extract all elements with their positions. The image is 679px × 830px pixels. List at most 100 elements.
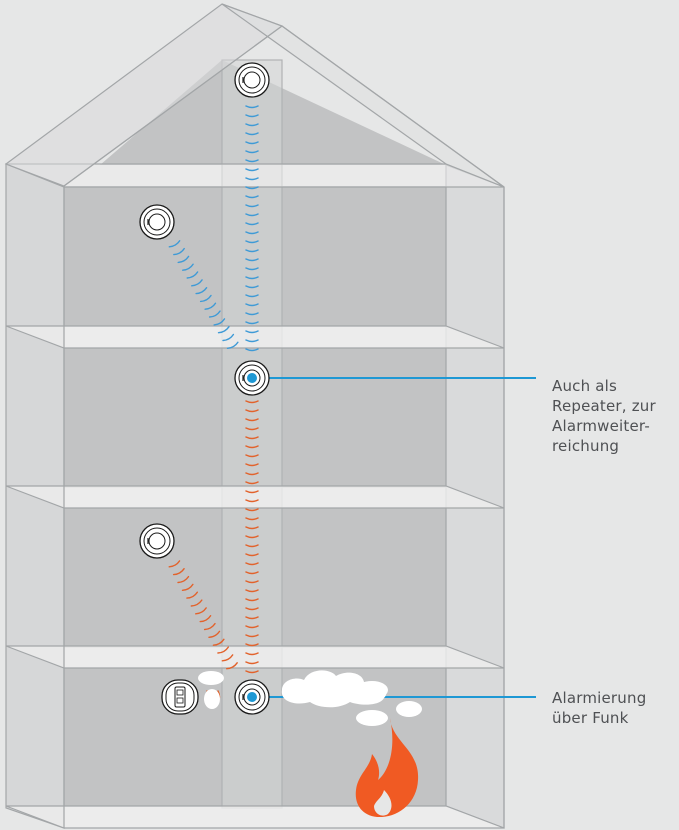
- signal-wave: [245, 141, 259, 145]
- signal-wave: [245, 508, 259, 512]
- signal-wave: [245, 634, 259, 638]
- signal-wave: [245, 312, 259, 316]
- signal-wave: [245, 436, 259, 440]
- signal-wave: [245, 195, 259, 199]
- signal-wave: [226, 662, 238, 670]
- signal-wave: [245, 348, 259, 352]
- signal-wave: [245, 267, 259, 271]
- signal-wave: [245, 535, 259, 539]
- signal-wave: [213, 318, 226, 326]
- signal-wave: [222, 333, 235, 342]
- signal-wave: [204, 302, 217, 310]
- signal-wave: [191, 279, 203, 287]
- signal-wave: [245, 499, 259, 503]
- signal-wave: [177, 575, 190, 584]
- signal-wave: [208, 310, 221, 318]
- signal-wave: [245, 472, 259, 476]
- signal-wave: [245, 285, 259, 289]
- signal-wave: [245, 571, 259, 575]
- signal-wave: [203, 622, 216, 631]
- signal-wave: [181, 583, 194, 591]
- signal-wave: [245, 159, 259, 163]
- signal-waves-blue: [168, 105, 259, 352]
- signal-wave: [177, 255, 190, 264]
- signal-wave: [245, 409, 259, 413]
- signal-wave: [245, 427, 259, 431]
- signal-wave: [245, 463, 259, 467]
- signal-wave: [173, 247, 185, 256]
- signal-wave: [245, 481, 259, 485]
- signal-wave: [245, 445, 259, 449]
- smoke-cloud-icon: [198, 670, 422, 726]
- signal-wave: [168, 560, 181, 568]
- signal-wave: [190, 599, 203, 607]
- signal-wave: [245, 544, 259, 548]
- smoke-detector-icon: [139, 204, 175, 240]
- smoke-detector-icon: [139, 523, 175, 559]
- fire-icon: [355, 718, 419, 818]
- signal-wave: [245, 607, 259, 611]
- signal-wave: [245, 339, 259, 343]
- signal-wave: [245, 321, 259, 325]
- signal-wave: [245, 517, 259, 521]
- signal-wave: [245, 625, 259, 629]
- signal-wave: [199, 294, 212, 303]
- signal-wave: [195, 287, 208, 295]
- signal-wave: [245, 400, 259, 404]
- signal-wave: [245, 240, 259, 244]
- smoke-detectors: [139, 62, 270, 715]
- signal-wave: [245, 222, 259, 226]
- signal-wave: [199, 615, 212, 623]
- signal-wave: [245, 168, 259, 172]
- signal-wave: [245, 276, 259, 280]
- signal-wave: [172, 568, 185, 576]
- signal-wave: [245, 186, 259, 190]
- floor-slab: [5, 805, 505, 829]
- signal-wave: [226, 341, 239, 349]
- signal-wave: [245, 490, 259, 494]
- signal-wave: [168, 240, 181, 248]
- signal-wave: [245, 294, 259, 298]
- signal-wave: [245, 418, 259, 422]
- signal-wave: [245, 258, 259, 262]
- signal-wave: [245, 616, 259, 620]
- signal-wave: [245, 652, 259, 656]
- signal-wave: [245, 589, 259, 593]
- signal-wave: [245, 454, 259, 458]
- signal-wave: [245, 526, 259, 530]
- smoke-detector-icon: [234, 679, 270, 715]
- signal-wave: [245, 177, 259, 181]
- signal-wave: [245, 553, 259, 557]
- signal-wave: [195, 607, 207, 615]
- signal-wave: [245, 249, 259, 253]
- signal-wave: [245, 598, 259, 602]
- signal-wave: [182, 263, 194, 271]
- smoke-detector-icon: [234, 62, 270, 98]
- smoke-detector-icon: [234, 360, 270, 396]
- signal-wave: [208, 630, 221, 638]
- signal-wave: [212, 638, 225, 646]
- callout-label-alarm: Alarmierung über Funk: [552, 689, 647, 727]
- signal-wave: [245, 231, 259, 235]
- signal-wave: [245, 204, 259, 208]
- signal-wave: [217, 646, 229, 654]
- signal-wave: [245, 123, 259, 127]
- signal-wave: [186, 591, 198, 599]
- signal-wave: [217, 326, 230, 334]
- remote-control-icon: [161, 679, 199, 715]
- signal-wave: [245, 114, 259, 118]
- signal-wave: [245, 580, 259, 584]
- floor-slab: [5, 485, 505, 509]
- signal-wave: [245, 643, 259, 647]
- signal-wave: [245, 150, 259, 154]
- signal-wave: [186, 271, 199, 279]
- signal-wave: [221, 654, 234, 662]
- floor-slab: [5, 645, 505, 669]
- signal-wave: [245, 330, 259, 334]
- signal-wave: [245, 670, 259, 674]
- floor-slab: [5, 325, 505, 349]
- signal-wave: [245, 661, 259, 665]
- signal-wave: [245, 562, 259, 566]
